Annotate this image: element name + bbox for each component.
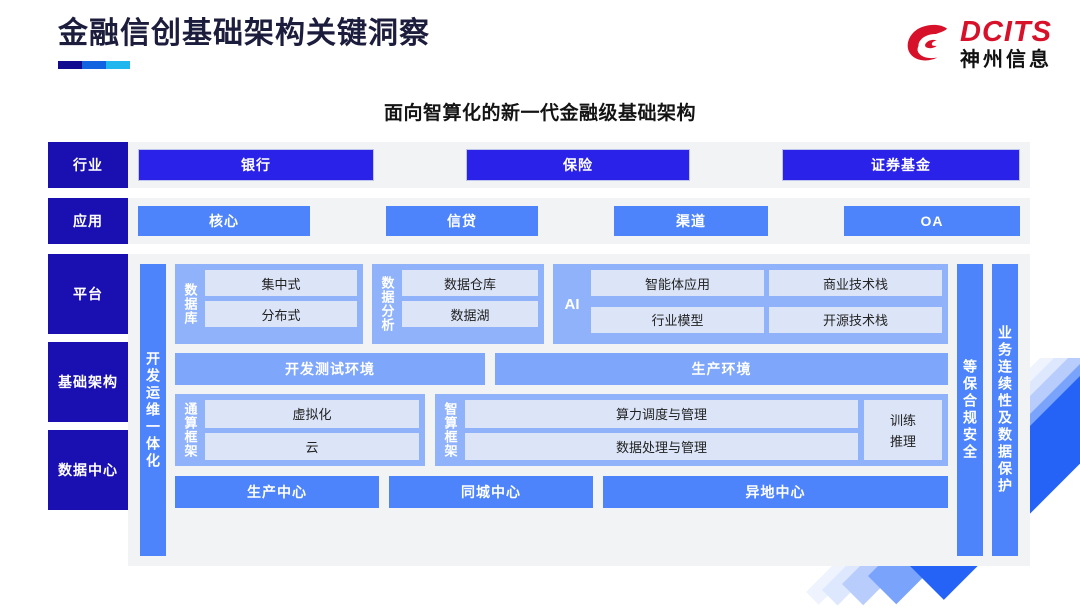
database-cell-centralized[interactable]: 集中式	[205, 270, 357, 296]
layer-label-column: 平台 基础架构 数据中心	[48, 254, 128, 566]
datacenter-metro[interactable]: 同城中心	[389, 476, 593, 508]
group-ai-framework: 智算框架 算力调度与管理 数据处理与管理 训练 推理	[435, 394, 948, 466]
ai-cell-commercial-stack[interactable]: 商业技术栈	[769, 270, 942, 296]
ai-cell-industry-model[interactable]: 行业模型	[591, 306, 764, 333]
infrastructure-tier-frameworks: 通算框架 虚拟化 云 智算框架 算力调度与管理 数据处理与管理	[175, 394, 948, 466]
group-ai-caption: AI	[564, 295, 580, 313]
title-accent-rule	[58, 61, 130, 69]
logo-cn-text: 神州信息	[960, 49, 1052, 71]
sidebar-devops: 开发运维一体化	[140, 264, 166, 556]
ai-framework-cell-compute-scheduling[interactable]: 算力调度与管理	[465, 400, 858, 428]
group-ai-framework-caption: 智算框架	[442, 402, 458, 458]
layer-label-application: 应用	[48, 198, 128, 244]
platform-infrastructure-block: 平台 基础架构 数据中心 开发运维一体化 数据库 集中式 分布式	[48, 254, 1030, 566]
industry-row: 行业 银行 保险 证券基金	[48, 142, 1030, 188]
environment-production[interactable]: 生产环境	[495, 353, 948, 385]
ai-cell-agent-app[interactable]: 智能体应用	[591, 270, 764, 296]
header: 金融信创基础架构关键洞察	[58, 16, 430, 69]
ai-cell-opensource-stack[interactable]: 开源技术栈	[769, 306, 942, 333]
application-row: 应用 核心 信贷 渠道 OA	[48, 198, 1030, 244]
brand-logo: DCITS 神州信息	[905, 18, 1052, 70]
analytics-cell-warehouse[interactable]: 数据仓库	[402, 270, 538, 296]
platform-tier-environments: 开发测试环境 生产环境	[175, 353, 948, 385]
layer-label-datacenter: 数据中心	[48, 430, 128, 510]
application-item-credit[interactable]: 信贷	[386, 206, 538, 236]
general-framework-cell-virtualization[interactable]: 虚拟化	[205, 400, 419, 428]
ai-framework-cell-data-processing[interactable]: 数据处理与管理	[465, 432, 858, 460]
application-item-channel[interactable]: 渠道	[614, 206, 768, 236]
datacenter-tier-centers: 生产中心 同城中心 异地中心	[175, 476, 948, 508]
general-framework-cell-cloud[interactable]: 云	[205, 432, 419, 460]
industry-item-securities[interactable]: 证券基金	[782, 149, 1020, 181]
application-item-core[interactable]: 核心	[138, 206, 310, 236]
train-label: 训练	[889, 413, 916, 428]
page-title: 金融信创基础架构关键洞察	[58, 17, 430, 50]
architecture-diagram: 行业 银行 保险 证券基金 应用 核心 信贷 渠道 OA 平台 基础架构 数据中…	[48, 142, 1030, 570]
group-analytics: 数据分析 数据仓库 数据湖	[372, 264, 544, 344]
logo-en-text: DCITS	[960, 16, 1052, 48]
sidebar-business-continuity: 业务连续性及数据保护	[992, 264, 1018, 556]
platform-tier-capabilities: 数据库 集中式 分布式 数据分析 数据仓库 数据湖	[175, 264, 948, 344]
application-item-oa[interactable]: OA	[844, 206, 1020, 236]
layer-label-infrastructure: 基础架构	[48, 342, 128, 422]
group-analytics-caption: 数据分析	[379, 276, 395, 332]
main-panel: 开发运维一体化 数据库 集中式 分布式 数据分析	[128, 254, 1030, 566]
industry-item-insurance[interactable]: 保险	[466, 149, 690, 181]
industry-panel: 银行 保险 证券基金	[128, 142, 1030, 188]
group-database: 数据库 集中式 分布式	[175, 264, 363, 344]
group-database-caption: 数据库	[182, 283, 198, 325]
group-general-framework-caption: 通算框架	[182, 402, 198, 458]
industry-item-bank[interactable]: 银行	[138, 149, 374, 181]
main-content-column: 数据库 集中式 分布式 数据分析 数据仓库 数据湖	[175, 264, 948, 556]
infer-label: 推理	[889, 434, 916, 449]
sidebar-compliance-security: 等保合规安全	[957, 264, 983, 556]
database-cell-distributed[interactable]: 分布式	[205, 301, 357, 327]
environment-dev-test[interactable]: 开发测试环境	[175, 353, 485, 385]
datacenter-production[interactable]: 生产中心	[175, 476, 379, 508]
group-general-framework: 通算框架 虚拟化 云	[175, 394, 425, 466]
subtitle: 面向智算化的新一代金融级基础架构	[383, 103, 696, 124]
layer-label-platform: 平台	[48, 254, 128, 334]
train-infer-box[interactable]: 训练 推理	[864, 400, 942, 460]
layer-label-industry: 行业	[48, 142, 128, 188]
swirl-mark-icon	[907, 24, 948, 61]
group-ai: AI 智能体应用 商业技术栈 行业模型 开源技术栈	[553, 264, 948, 344]
analytics-cell-lake[interactable]: 数据湖	[402, 301, 538, 327]
application-panel: 核心 信贷 渠道 OA	[128, 198, 1030, 244]
datacenter-remote[interactable]: 异地中心	[603, 476, 948, 508]
